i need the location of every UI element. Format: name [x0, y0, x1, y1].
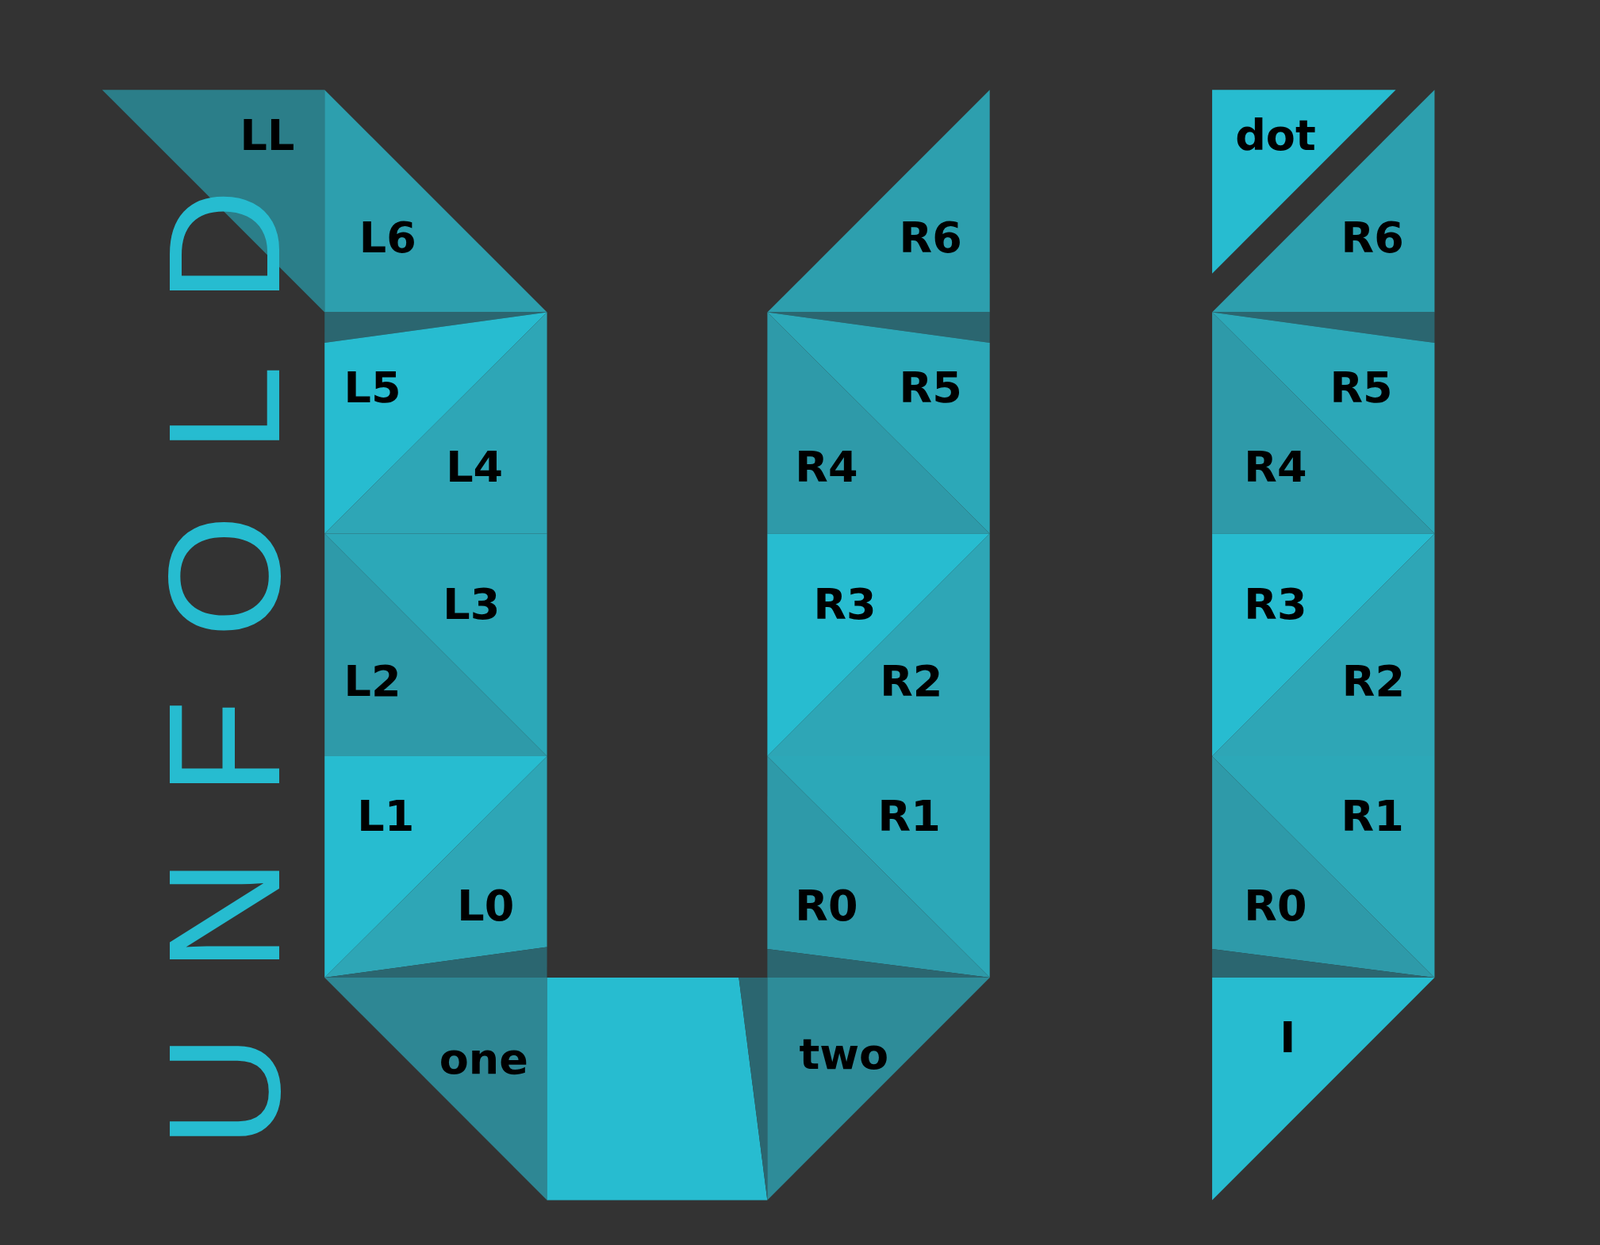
panel-label: R6	[1341, 216, 1405, 260]
fold-panel	[767, 89, 990, 312]
panel-label: L5	[344, 366, 402, 410]
fold-panel	[1212, 312, 1435, 534]
panel-label: R4	[794, 445, 858, 489]
fold-wedge	[767, 948, 990, 978]
fold-panel	[1212, 89, 1435, 312]
panel-label: L0	[456, 884, 515, 928]
fold-panel	[324, 755, 547, 978]
fold-panel	[1212, 533, 1435, 756]
fold-panel	[324, 89, 547, 312]
panel-label: R5	[1329, 366, 1393, 410]
panel-label: L3	[442, 583, 500, 626]
panel-label: R4	[1243, 445, 1307, 489]
fold-panel	[1212, 533, 1435, 756]
panel-label: R3	[813, 583, 877, 626]
panel-label: R1	[1341, 794, 1405, 838]
fold-panel	[324, 977, 547, 1200]
panel-label: one	[439, 1037, 529, 1081]
fold-panel	[767, 312, 990, 534]
panel-label: R2	[1342, 659, 1405, 703]
vertical-title-word: UNFOLD	[145, 127, 304, 1148]
fold-panel	[1212, 977, 1435, 1200]
panel-label: I	[1279, 1016, 1296, 1059]
fold-panel	[767, 977, 990, 1200]
fold-panel	[767, 755, 990, 978]
fold-panel	[547, 977, 768, 1200]
panel-label: two	[798, 1032, 889, 1076]
panel-label: L2	[344, 659, 402, 703]
fold-wedge	[738, 977, 768, 1200]
fold-panel	[1212, 755, 1435, 978]
fold-panel	[767, 533, 990, 756]
fold-panel	[1212, 755, 1435, 978]
panel-label: L1	[356, 794, 415, 838]
fold-wedge	[324, 946, 547, 978]
fold-panel	[1212, 312, 1435, 534]
panel-label: R6	[899, 216, 963, 260]
fold-panel	[767, 755, 990, 978]
panel-label: LL	[240, 114, 296, 158]
panel-label: R1	[878, 794, 941, 838]
panel-label: L6	[359, 216, 417, 260]
panel-label: R2	[879, 659, 943, 703]
fold-panel	[324, 312, 547, 534]
fold-panel	[324, 312, 547, 534]
fold-panel	[767, 533, 990, 756]
fold-wedge	[1212, 948, 1435, 978]
fold-panel	[324, 533, 547, 756]
panel-label: R0	[794, 884, 858, 928]
panel-label: R3	[1243, 583, 1307, 626]
panel-label: L4	[445, 445, 503, 489]
panel-label: R5	[899, 366, 963, 410]
panel-label: R0	[1243, 884, 1307, 928]
fold-panel	[324, 755, 547, 978]
fold-panel	[767, 312, 990, 534]
fold-panel	[324, 533, 547, 756]
panel-label: dot	[1235, 114, 1317, 158]
